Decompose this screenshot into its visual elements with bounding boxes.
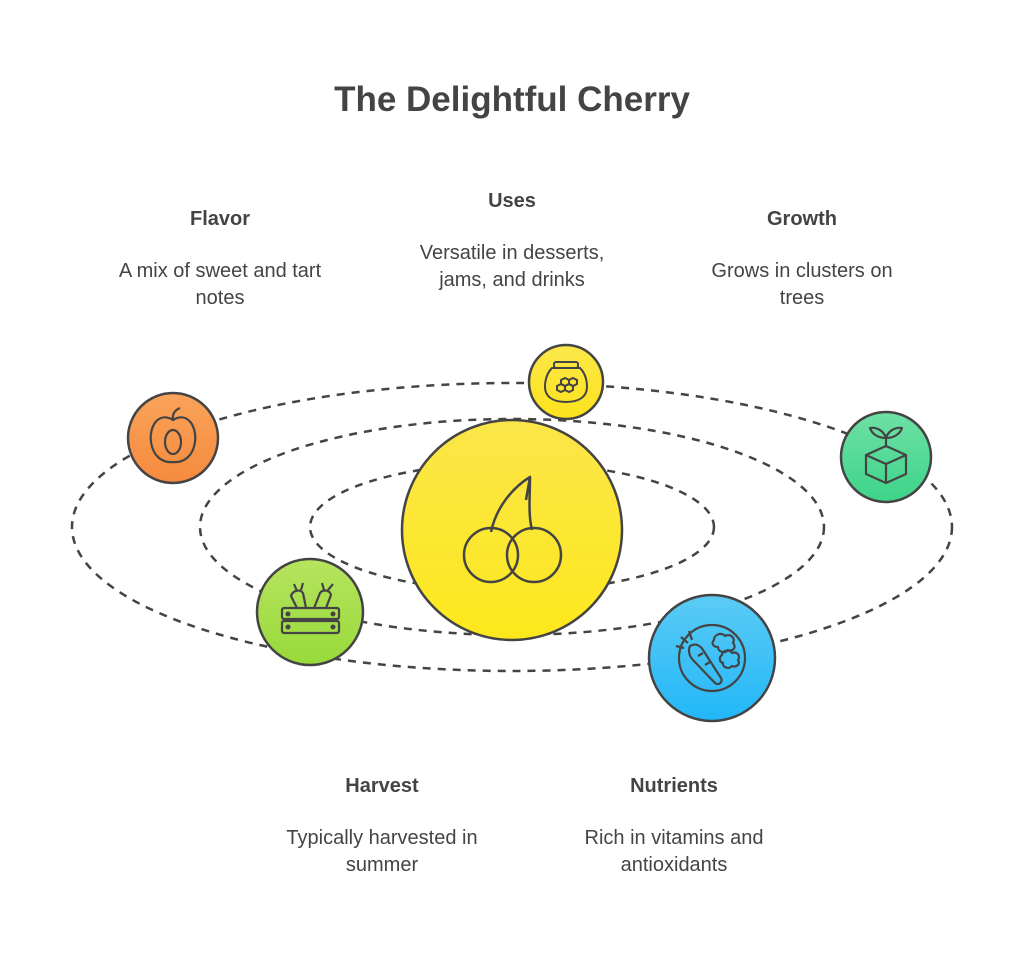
uses-label: Uses Versatile in desserts, jams, and dr… [352, 190, 672, 294]
uses-title: Uses [488, 190, 536, 212]
orbit-outer [70, 381, 954, 673]
flavor-desc-line-1: A mix of sweet and tart [118, 260, 322, 282]
nutrients-node [647, 593, 777, 723]
harvest-title: Harvest [345, 775, 419, 797]
nutrients-desc-line-1: Rich in vitamins and [584, 827, 764, 849]
flavor-desc-line-2: notes [195, 287, 245, 309]
growth-desc-line-1: Grows in clusters on [711, 260, 893, 282]
harvest-label: Harvest Typically harvested in summer [222, 775, 542, 879]
harvest-node [255, 557, 365, 667]
sprout-box-icon [864, 426, 908, 485]
cherry-icon [462, 475, 563, 584]
growth-node [839, 410, 933, 504]
uses-desc-line-2: jams, and drinks [439, 269, 585, 291]
flavor-node [126, 391, 220, 485]
uses-desc-line-1: Versatile in desserts, [419, 242, 605, 264]
growth-label: Growth Grows in clusters on trees [642, 208, 962, 312]
nutrients-title: Nutrients [630, 775, 718, 797]
uses-node [527, 343, 605, 421]
flavor-title: Flavor [189, 208, 251, 230]
produce-crate-icon [280, 582, 341, 635]
growth-desc-line-2: trees [779, 287, 825, 309]
page-title: The Delightful Cherry [334, 80, 690, 119]
center-node [400, 418, 624, 642]
nutrients-label: Nutrients Rich in vitamins and antioxida… [514, 775, 834, 879]
harvest-desc-line-1: Typically harvested in [286, 827, 478, 849]
flavor-label: Flavor A mix of sweet and tart notes [60, 208, 380, 312]
harvest-desc-line-2: summer [345, 854, 419, 876]
honey-jar-icon [543, 361, 589, 404]
orbit-inner [308, 461, 716, 593]
growth-title: Growth [767, 208, 837, 230]
apricot-icon [149, 406, 197, 464]
nutrients-desc-line-2: antioxidants [620, 854, 728, 876]
vegetables-plate-icon [675, 623, 747, 693]
